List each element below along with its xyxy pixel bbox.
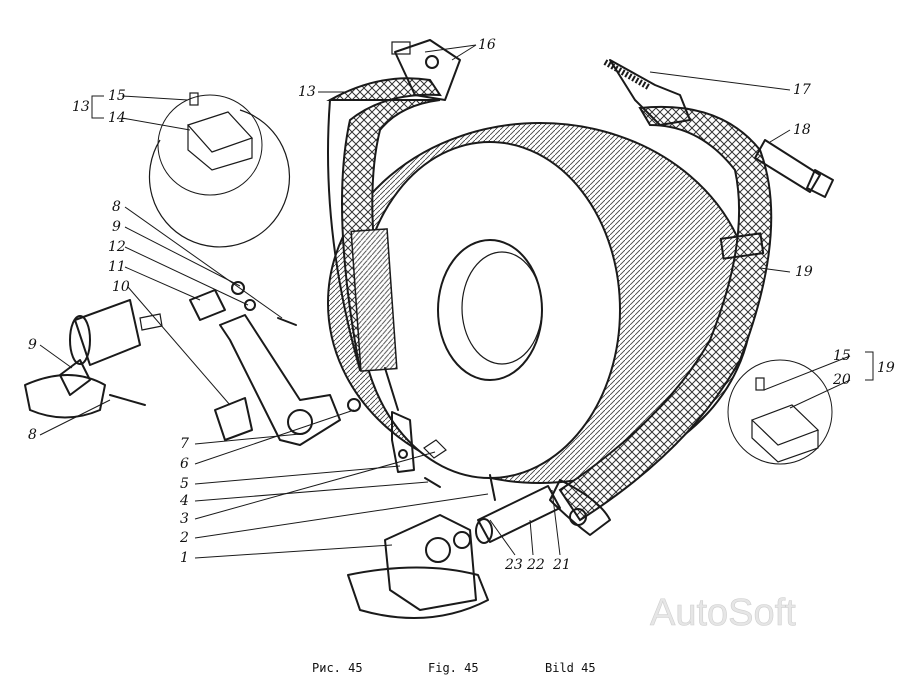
- label-22: 22: [526, 557, 545, 573]
- tie-rod: [384, 367, 415, 473]
- label-15: 15: [108, 88, 126, 104]
- label-9-top: 9: [112, 219, 121, 235]
- label-18: 18: [793, 122, 811, 138]
- label-11: 11: [108, 259, 126, 275]
- label-8-top: 8: [112, 199, 121, 215]
- label-13: 13: [298, 84, 316, 100]
- label-2: 2: [179, 530, 189, 546]
- label-4: 4: [179, 493, 189, 509]
- label-8: 8: [28, 427, 37, 443]
- label-19: 19: [795, 264, 813, 280]
- inset-right: [727, 359, 833, 465]
- label-14: 14: [108, 110, 126, 126]
- label-3: 3: [180, 511, 189, 527]
- inset-left: [148, 92, 291, 248]
- bolt: [754, 139, 834, 198]
- label-1: 1: [180, 550, 189, 566]
- brake-drum: [327, 122, 753, 484]
- caption-en: Fig. 45: [428, 661, 479, 675]
- label-16: 16: [478, 37, 496, 53]
- pin-and-bracket: [347, 474, 561, 619]
- label-20: 20: [832, 372, 851, 388]
- label-6: 6: [180, 456, 189, 472]
- caption-de: Bild 45: [545, 661, 596, 675]
- label-13-inset: 13: [72, 99, 90, 115]
- label-23: 23: [504, 557, 523, 573]
- servo-unit: [24, 299, 163, 419]
- figure-captions: Рис. 45 Fig. 45 Bild 45: [312, 661, 596, 675]
- label-15-inset: 15: [833, 348, 851, 364]
- lever: [189, 281, 447, 488]
- caption-ru: Рис. 45: [312, 661, 363, 675]
- label-21: 21: [552, 557, 571, 573]
- label-12: 12: [108, 239, 126, 255]
- label-9: 9: [28, 337, 37, 353]
- callout-labels: 15 14 13 13 16 17 18 19 15 20 19 8 9 12 …: [28, 37, 895, 573]
- label-10: 10: [112, 279, 130, 295]
- label-17: 17: [793, 82, 811, 98]
- leader-lines: [39, 44, 874, 559]
- label-7: 7: [180, 436, 189, 452]
- label-5: 5: [180, 476, 189, 492]
- label-19-inset: 19: [877, 360, 895, 376]
- watermark: AutoSoft: [650, 592, 796, 634]
- left-brake-band: [326, 39, 461, 372]
